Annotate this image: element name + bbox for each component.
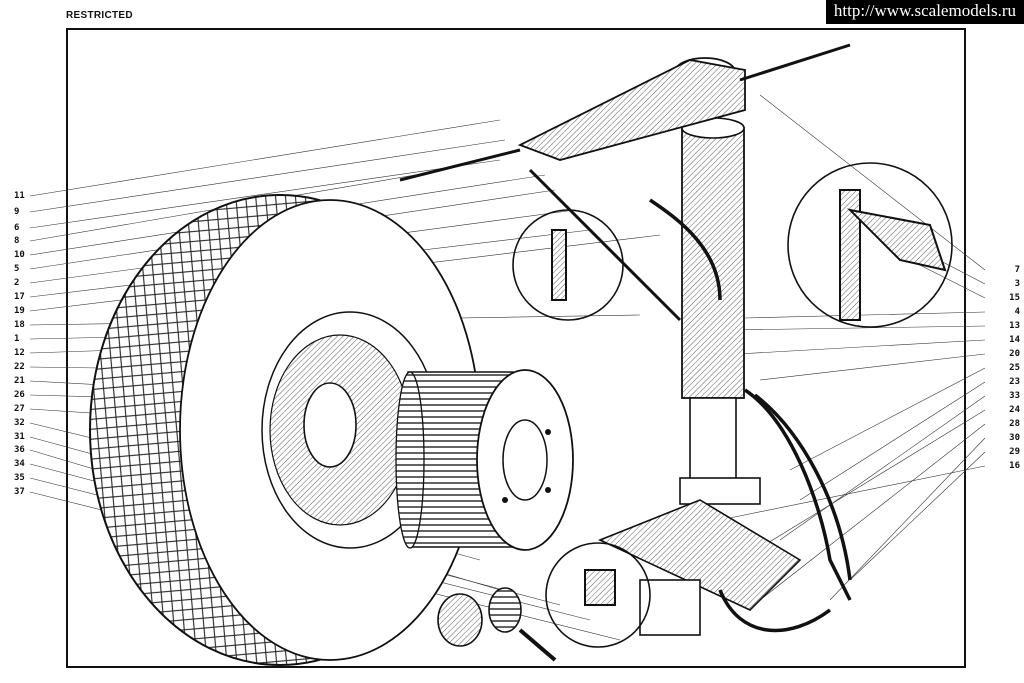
- callout-left-9: 19: [14, 306, 25, 316]
- callout-left-12: 12: [14, 348, 25, 358]
- callout-right-5: 13: [1009, 321, 1020, 331]
- callout-right-15: 16: [1009, 461, 1020, 471]
- tire-illustration: [89, 194, 481, 666]
- callout-left-1: 11: [14, 191, 25, 201]
- callout-left-8: 17: [14, 292, 25, 302]
- detail-inset-contents: [551, 189, 947, 606]
- callout-left-10: 18: [14, 320, 25, 330]
- callout-right-13: 30: [1009, 433, 1020, 443]
- callout-left-16: 27: [14, 404, 25, 414]
- callout-left-18: 31: [14, 432, 25, 442]
- callout-right-2: 3: [1014, 279, 1020, 289]
- callout-right-7: 20: [1009, 349, 1020, 359]
- callout-left-15: 26: [14, 390, 25, 400]
- callout-left-3: 6: [14, 223, 20, 233]
- callout-left-19: 36: [14, 445, 25, 455]
- callout-left-2: 9: [14, 207, 20, 217]
- hydraulic-lines-illustration: [649, 198, 852, 633]
- callout-right-1: 7: [1014, 265, 1020, 275]
- diagram-frame: [66, 28, 966, 668]
- torque-link-illustration: [399, 148, 682, 322]
- callout-right-9: 23: [1009, 377, 1020, 387]
- callout-left-11: 1: [14, 334, 20, 344]
- callout-left-5: 10: [14, 250, 25, 260]
- brake-drum-illustration: [395, 369, 574, 551]
- callout-left-21: 35: [14, 473, 25, 483]
- callout-left-6: 5: [14, 264, 20, 274]
- callout-right-11: 24: [1009, 405, 1020, 415]
- callout-left-17: 32: [14, 418, 25, 428]
- axle-parts-illustration: [437, 579, 701, 662]
- header-classification: RESTRICTED: [66, 10, 133, 21]
- callout-left-4: 8: [14, 236, 20, 246]
- right-leader-lines: [719, 94, 986, 601]
- callout-left-20: 34: [14, 459, 25, 469]
- callout-right-14: 29: [1009, 447, 1020, 457]
- watermark-url: http://www.scalemodels.ru: [825, 0, 1024, 24]
- callout-right-4: 4: [1014, 307, 1020, 317]
- callout-right-10: 33: [1009, 391, 1020, 401]
- detail-inset-circles: [512, 162, 953, 648]
- callout-right-6: 14: [1009, 335, 1020, 345]
- callout-right-12: 28: [1009, 419, 1020, 429]
- callout-left-7: 2: [14, 278, 20, 288]
- callout-left-13: 22: [14, 362, 25, 372]
- callout-left-14: 21: [14, 376, 25, 386]
- callout-right-3: 15: [1009, 293, 1020, 303]
- callout-left-22: 37: [14, 487, 25, 497]
- callout-right-8: 25: [1009, 363, 1020, 373]
